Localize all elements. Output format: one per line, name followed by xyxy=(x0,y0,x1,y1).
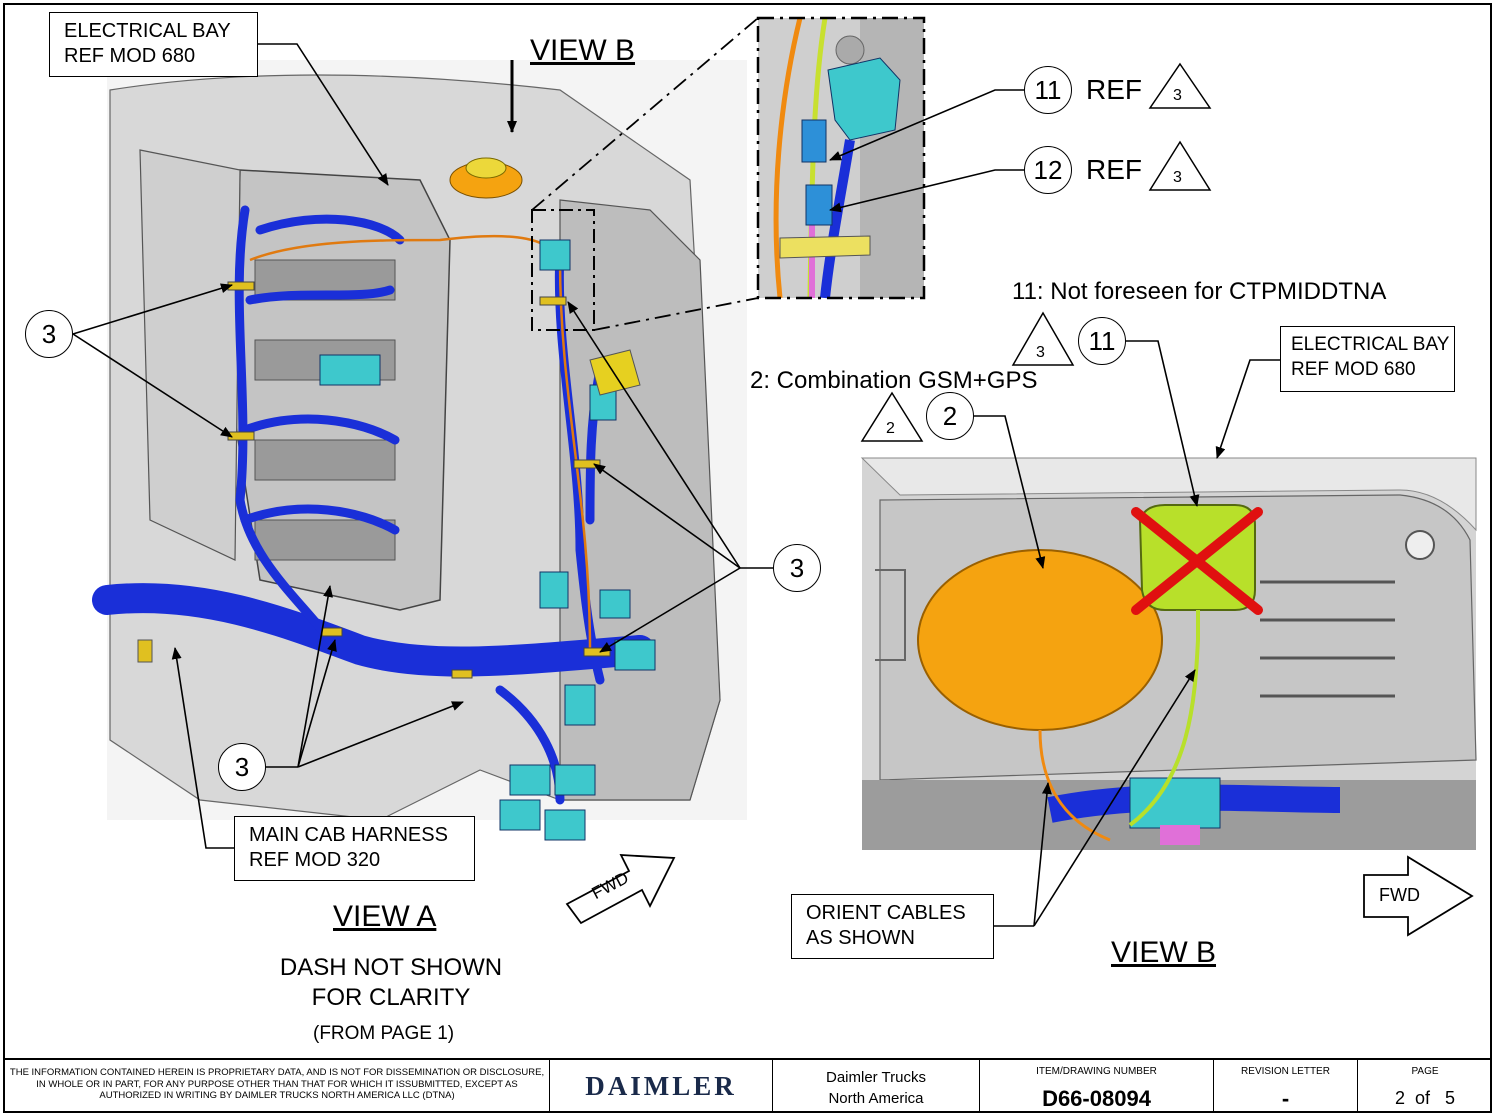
main-cab-harness-label: MAIN CAB HARNESS REF MOD 320 xyxy=(234,816,475,881)
rev-triangle-2: 2 xyxy=(886,420,895,437)
detail-inset xyxy=(756,16,926,300)
ref-label-11: REF xyxy=(1086,74,1142,105)
rev-triangle-3-c: 3 xyxy=(1036,344,1045,361)
revision-value: - xyxy=(1281,1086,1290,1111)
page-number: 2 xyxy=(1394,1088,1405,1108)
electrical-bay-left-label: ELECTRICAL BAY REF MOD 680 xyxy=(49,12,258,77)
callout-12: 12 xyxy=(1024,146,1072,194)
title-block: THE INFORMATION CONTAINED HEREIN IS PROP… xyxy=(5,1058,1492,1113)
daimler-logo: DAIMLER xyxy=(550,1060,773,1113)
revision-label: REVISION LETTER xyxy=(1241,1066,1330,1077)
electrical-bay-right-label: ELECTRICAL BAY REF MOD 680 xyxy=(1280,326,1455,392)
callout-3-right: 3 xyxy=(773,544,821,592)
page-label: PAGE xyxy=(1411,1066,1439,1077)
ref-label-12: REF xyxy=(1086,154,1142,185)
item-number-cell: ITEM/DRAWING NUMBER D66-08094 xyxy=(980,1060,1214,1113)
rev-triangle-3-b: 3 xyxy=(1173,169,1182,186)
page-total: 5 xyxy=(1445,1088,1456,1108)
view-a-illustration xyxy=(92,60,747,841)
company-line-2: North America xyxy=(828,1090,924,1107)
page-of: of xyxy=(1414,1088,1430,1108)
not-installed-cross xyxy=(1131,507,1263,615)
page-number-row: 2 of 5 xyxy=(1358,1088,1492,1109)
drawing-artwork xyxy=(72,16,1477,937)
note-11: 11: Not foreseen for CTPMIDDTNA xyxy=(1012,278,1387,305)
callout-11-top: 11 xyxy=(1024,66,1072,114)
view-a-title: VIEW A xyxy=(333,900,437,933)
revision-triangles xyxy=(860,62,1212,442)
dash-not-shown-note: DASH NOT SHOWN FOR CLARITY xyxy=(279,954,503,1011)
item-number-value: D66-08094 xyxy=(1042,1086,1151,1111)
drawing-frame xyxy=(3,3,1492,1113)
callout-3-left: 3 xyxy=(25,310,73,358)
rev-triangle-3-a: 3 xyxy=(1173,87,1182,104)
view-b-illustration xyxy=(860,457,1477,850)
callout-2: 2 xyxy=(926,392,974,440)
revision-cell: REVISION LETTER - xyxy=(1214,1060,1358,1113)
view-b-bottom-title: VIEW B xyxy=(1111,936,1217,969)
orient-cables-label: ORIENT CABLES AS SHOWN xyxy=(791,894,994,959)
page-cell: PAGE 2 of 5 xyxy=(1358,1060,1492,1113)
note-2: 2: Combination GSM+GPS xyxy=(750,367,1038,394)
view-b-top-title: VIEW B xyxy=(530,34,636,67)
fwd-right-label: FWD xyxy=(1379,885,1420,905)
callout-11-view-b: 11 xyxy=(1078,317,1126,365)
callout-3-bottom: 3 xyxy=(218,743,266,791)
fwd-arrows xyxy=(565,854,1474,937)
company-name: Daimler Trucks North America xyxy=(773,1060,980,1113)
company-line-1: Daimler Trucks xyxy=(825,1069,926,1086)
disclaimer-text: THE INFORMATION CONTAINED HEREIN IS PROP… xyxy=(5,1060,550,1113)
item-number-label: ITEM/DRAWING NUMBER xyxy=(1036,1066,1157,1077)
from-page-note: (FROM PAGE 1) xyxy=(313,1023,455,1044)
